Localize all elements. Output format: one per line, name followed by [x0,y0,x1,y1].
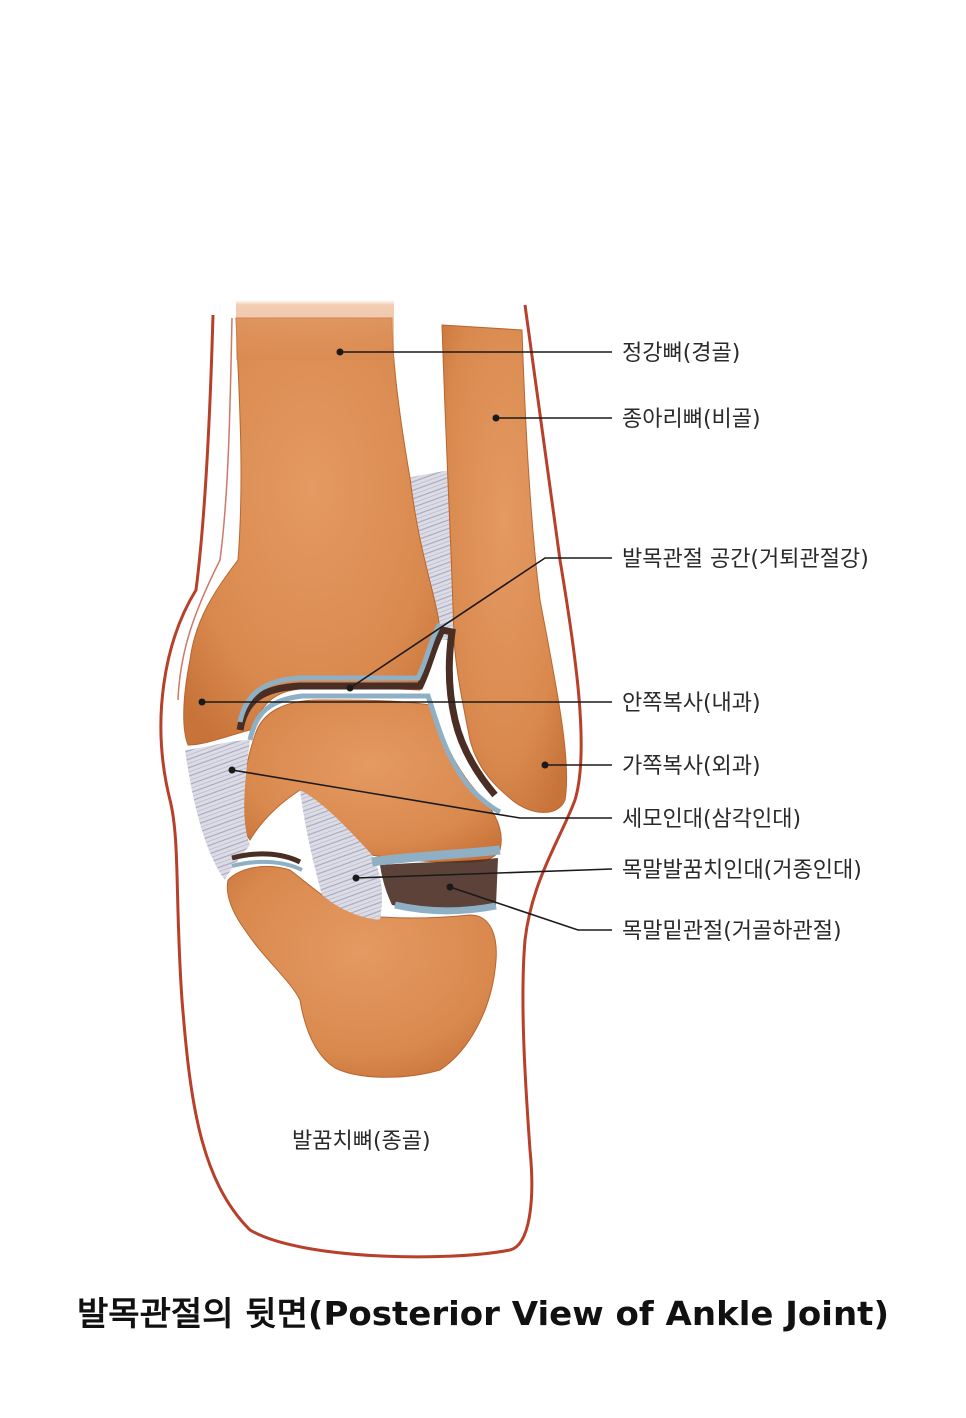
label-deltoid-ligament: 세모인대(삼각인대) [622,807,801,832]
fibula-bone [441,324,568,813]
skin-outline-left [159,304,583,1259]
label-talocalcaneal-ligament: 목말발꿈치인대(거종인대) [622,858,862,883]
label-joint-space: 발목관절 공간(거퇴관절강) [622,547,869,572]
label-fibula: 종아리뼈(비골) [622,407,761,432]
deltoid-ligament [185,740,250,880]
subtalar-cartilage-lower [394,901,497,915]
medial-subtalar-cartilage [231,859,303,872]
label-calcaneus: 발꿈치뼈(종골) [292,1129,431,1154]
talocrural-cartilage-lower [247,693,502,815]
leader-subtalar [449,886,612,931]
medial-subtalar-joint [231,851,302,865]
subtalar-joint-cavity [380,858,498,911]
label-lateral-malleolus: 가쪽복사(외과) [622,754,761,779]
leader-lines [198,348,613,931]
leader-joint-space [349,557,612,689]
skin-inner-outline [177,317,233,701]
subtalar-cartilage-upper [371,845,501,867]
tibia-bone [183,317,441,746]
label-medial-malleolus: 안쪽복사(내과) [622,691,761,716]
label-subtalar-joint: 목말밑관절(거골하관절) [622,919,842,944]
figure-caption: 발목관절의 뒷면(Posterior View of Ankle Joint) [77,1294,889,1333]
label-tibia: 정강뼈(경골) [622,341,740,366]
tibia-shaft-fade [236,300,394,360]
leader-deltoid [231,769,612,819]
leader-talocalcaneal [355,868,613,879]
talocrural-joint-space [236,626,498,798]
interosseous-ligament [405,470,458,640]
talocalcaneal-ligament [300,790,383,920]
